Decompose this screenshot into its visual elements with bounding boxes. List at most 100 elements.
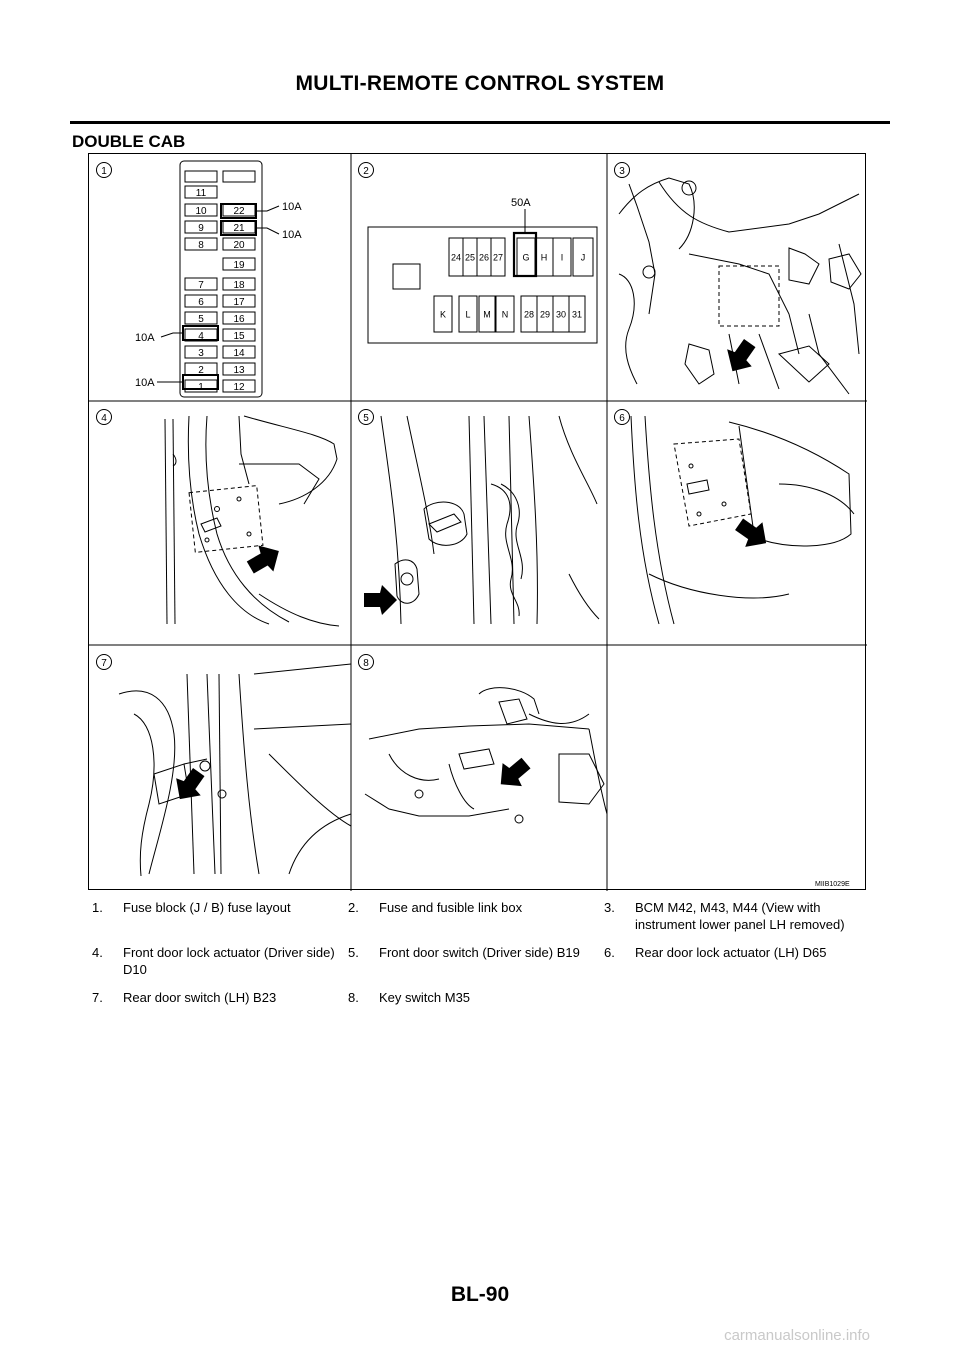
fuse-cell-14-label: 14 (233, 348, 245, 359)
link-cell-G-label: G (522, 253, 529, 263)
front-door-lock-arrow (246, 545, 279, 574)
link-cell-J-label: J (581, 253, 586, 263)
fuse-cell-18 (222, 277, 256, 291)
rear-door-switch-arrow (176, 768, 205, 800)
fuse-cell-17-label: 17 (233, 297, 245, 308)
caption-item: 5.Front door switch (Driver side) B19 (348, 945, 580, 960)
fuse-cell-16-label: 16 (233, 314, 245, 325)
fuse-label-3: 10A (135, 332, 155, 344)
caption-list: 1.Fuse block (J / B) fuse layout 2.Fuse … (88, 900, 878, 1019)
fuse-cell-11 (184, 185, 218, 199)
link-cell-I-label: I (561, 253, 564, 263)
caption-row: 1.Fuse block (J / B) fuse layout 2.Fuse … (88, 900, 878, 933)
link-cell-31 (568, 295, 586, 333)
fuse-cell-13 (222, 362, 256, 376)
link-cell-31-label: 31 (572, 310, 582, 320)
link-cell-26-label: 26 (479, 253, 489, 263)
front-door-switch-arrow (364, 585, 397, 615)
fuse-cell-12 (222, 379, 256, 393)
title-rule (70, 121, 890, 124)
fuse-cell-22-label: 22 (233, 206, 245, 217)
fuse-cell-8-label: 8 (198, 240, 204, 251)
fuse-cell-20-label: 20 (233, 240, 245, 251)
panel-number-1: 1 (96, 162, 112, 178)
link-cell-M-label: M (483, 310, 491, 320)
link-cell-29-label: 29 (540, 310, 550, 320)
rear-door-lock-arrow (735, 518, 767, 547)
fuse-cell-16 (222, 311, 256, 325)
link-cell-27-label: 27 (493, 253, 503, 263)
caption-item: 8.Key switch M35 (348, 990, 471, 1005)
link-cell-25-label: 25 (465, 253, 475, 263)
svg-text:2: 2 (363, 166, 369, 177)
link-cell-27 (490, 237, 506, 277)
fuse-cell-9 (184, 220, 218, 234)
fuse-cell-15 (222, 328, 256, 342)
svg-text:5: 5 (363, 413, 369, 424)
link-cell-N-label: N (502, 310, 509, 320)
watermark: carmanualsonline.info (724, 1327, 870, 1344)
panel-number-group: 1 2 3 4 5 6 7 8 (96, 162, 630, 670)
page-number: BL-90 (450, 1283, 510, 1306)
caption-row: 7.Rear door switch (LH) B23 8.Key switch… (88, 990, 878, 1007)
fuse-cell-5-label: 5 (198, 314, 204, 325)
key-switch-arrow (500, 757, 531, 787)
fuse-cell-8 (184, 237, 218, 251)
fuse-cell-14 (222, 345, 256, 359)
caption-item: 7.Rear door switch (LH) B23 (92, 990, 277, 1005)
caption-item: 3.BCM M42, M43, M44 (View with instrumen… (604, 900, 845, 932)
link-cell-30-label: 30 (556, 310, 566, 320)
fuse-cell-3-label: 3 (198, 348, 204, 359)
fuse-cell-7 (184, 277, 218, 291)
panel-number-2: 2 (358, 162, 374, 178)
page-title: MULTI-REMOTE CONTROL SYSTEM (295, 72, 665, 95)
front-door-switch-sketch (380, 415, 600, 625)
link-cell-K-label: K (440, 310, 446, 320)
link-cell-H-label: H (541, 253, 548, 263)
bcm-location-sketch (618, 177, 862, 395)
fuse-cell-4-label: 4 (198, 331, 204, 342)
caption-item: 6.Rear door lock actuator (LH) D65 (604, 945, 827, 960)
fuse-cell-19-label: 19 (233, 260, 245, 271)
panel-number-3: 3 (614, 162, 630, 178)
link-cell-L-label: L (465, 310, 470, 320)
figure-drawing: 1 2 3 4 5 6 7 8 111098765432122212019181… (89, 154, 867, 891)
figure-id: MIIB1029E (815, 881, 850, 888)
panel-number-4: 4 (96, 409, 112, 425)
front-door-lock-sketch (164, 415, 340, 627)
fuse-cell-18-label: 18 (233, 280, 245, 291)
panel-number-5: 5 (358, 409, 374, 425)
link-cell-28-label: 28 (524, 310, 534, 320)
fuse-cell-5 (184, 311, 218, 325)
fuse-cell-9-label: 9 (198, 223, 204, 234)
caption-row: 4.Front door lock actuator (Driver side)… (88, 945, 878, 978)
fuse-cell-10-label: 10 (195, 206, 207, 217)
svg-text:1: 1 (101, 166, 107, 177)
fuse-cell-10 (184, 203, 218, 217)
svg-text:7: 7 (101, 658, 107, 669)
panel-number-8: 8 (358, 654, 374, 670)
key-switch-sketch (364, 687, 608, 824)
fuse-label-2: 10A (282, 229, 302, 241)
link-cell-J (572, 237, 594, 277)
fuse-cell-15-label: 15 (233, 331, 245, 342)
caption-item: 1.Fuse block (J / B) fuse layout (92, 900, 291, 915)
link-label-50a: 50A (511, 197, 531, 209)
fuse-cell-11-label: 11 (196, 188, 207, 199)
fuse-cell-6 (184, 294, 218, 308)
caption-item: 2.Fuse and fusible link box (348, 900, 523, 915)
link-cell-M (478, 295, 496, 333)
fuse-label-4: 10A (135, 377, 155, 389)
fuse-label-1: 10A (282, 201, 302, 213)
link-cell-N (495, 295, 515, 333)
svg-text:6: 6 (619, 413, 625, 424)
link-cell-L (458, 295, 478, 333)
link-cell-K (433, 295, 453, 333)
svg-text:4: 4 (101, 413, 107, 424)
svg-text:3: 3 (619, 166, 625, 177)
fuse-cell-17 (222, 294, 256, 308)
caption-item: 4.Front door lock actuator (Driver side)… (92, 945, 335, 977)
